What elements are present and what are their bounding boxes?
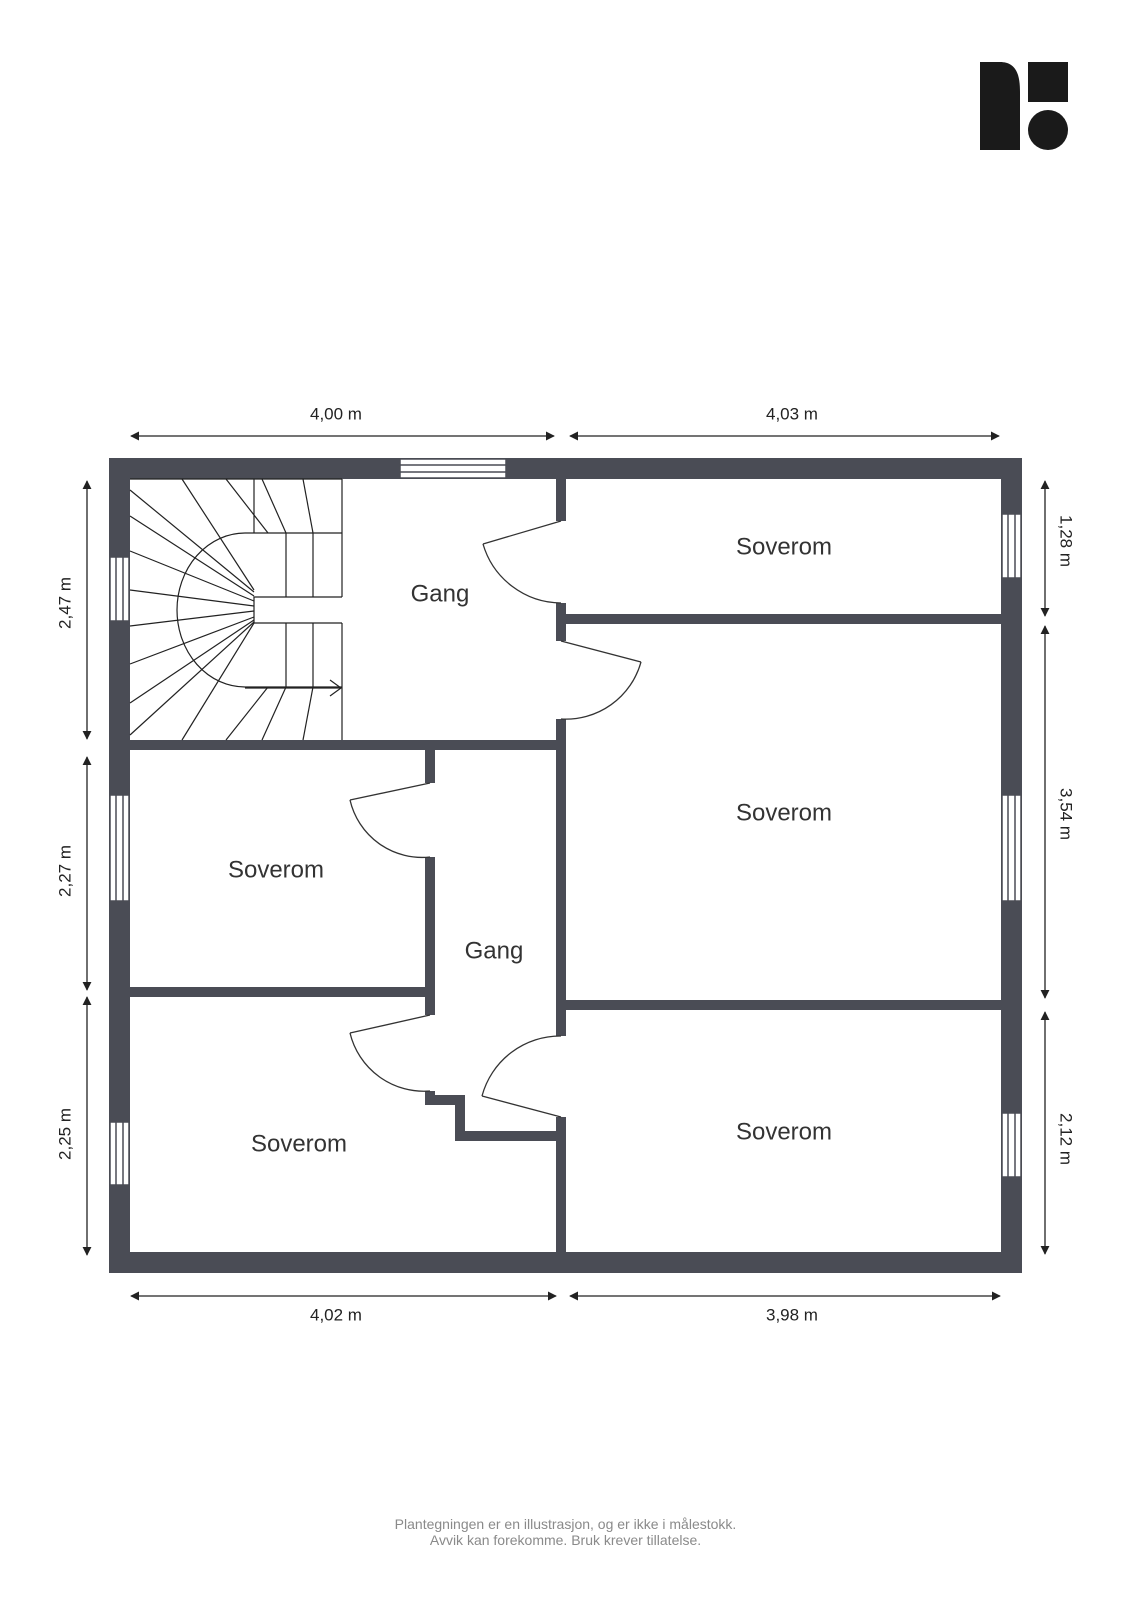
window-right-1	[1001, 513, 1022, 579]
dim-right-top: 1,28 m	[1057, 515, 1076, 567]
room-label-soverom-top-right: Soverom	[736, 533, 832, 560]
door-gang-to-soverom-mid-left	[349, 782, 431, 859]
room-label-soverom-bottom-left: Soverom	[251, 1130, 347, 1157]
dimension-labels: 4,00 m 4,03 m 4,02 m 3,98 m 2,47 m 2,27 …	[55, 404, 1075, 1324]
window-right-2	[1001, 794, 1022, 902]
dim-right-mid: 3,54 m	[1057, 788, 1076, 840]
window-top	[399, 458, 507, 479]
doors	[349, 520, 642, 1118]
staircase	[129, 478, 343, 741]
door-gang-to-soverom-mid-right	[560, 640, 642, 720]
dim-left-top: 2,47 m	[55, 577, 74, 629]
logo	[980, 62, 1068, 150]
room-label-gang-mid: Gang	[465, 937, 524, 964]
room-labels: Gang Gang Soverom Soverom Soverom Sovero…	[228, 533, 832, 1157]
dim-top-left: 4,00 m	[310, 404, 362, 423]
disclaimer-line-2: Avvik kan forekomme. Bruk krever tillate…	[429, 1532, 702, 1548]
door-gang-to-soverom-bottom-left	[349, 1014, 431, 1092]
window-left-1	[109, 556, 130, 622]
window-left-3	[109, 1121, 130, 1186]
dimension-lines	[82, 431, 1050, 1301]
dim-left-bottom: 2,25 m	[55, 1108, 74, 1160]
dim-bottom-right: 3,98 m	[766, 1305, 818, 1324]
disclaimer-line-1: Plantegningen er en illustrasjon, og er …	[394, 1516, 737, 1532]
window-left-2	[109, 794, 130, 902]
disclaimer: Plantegningen er en illustrasjon, og er …	[0, 1516, 1131, 1548]
windows	[109, 458, 1022, 1186]
dim-right-bottom: 2,12 m	[1057, 1113, 1076, 1165]
dim-bottom-left: 4,02 m	[310, 1305, 362, 1324]
room-label-gang-top: Gang	[411, 580, 470, 607]
room-label-soverom-mid-left: Soverom	[228, 856, 324, 883]
door-gang-to-soverom-bottom-right	[481, 1035, 562, 1118]
window-right-3	[1001, 1112, 1022, 1178]
room-label-soverom-mid-right: Soverom	[736, 799, 832, 826]
door-gang-to-soverom-top	[482, 520, 562, 604]
dim-left-mid: 2,27 m	[55, 845, 74, 897]
room-label-soverom-bottom-right: Soverom	[736, 1118, 832, 1145]
dim-top-right: 4,03 m	[766, 404, 818, 423]
